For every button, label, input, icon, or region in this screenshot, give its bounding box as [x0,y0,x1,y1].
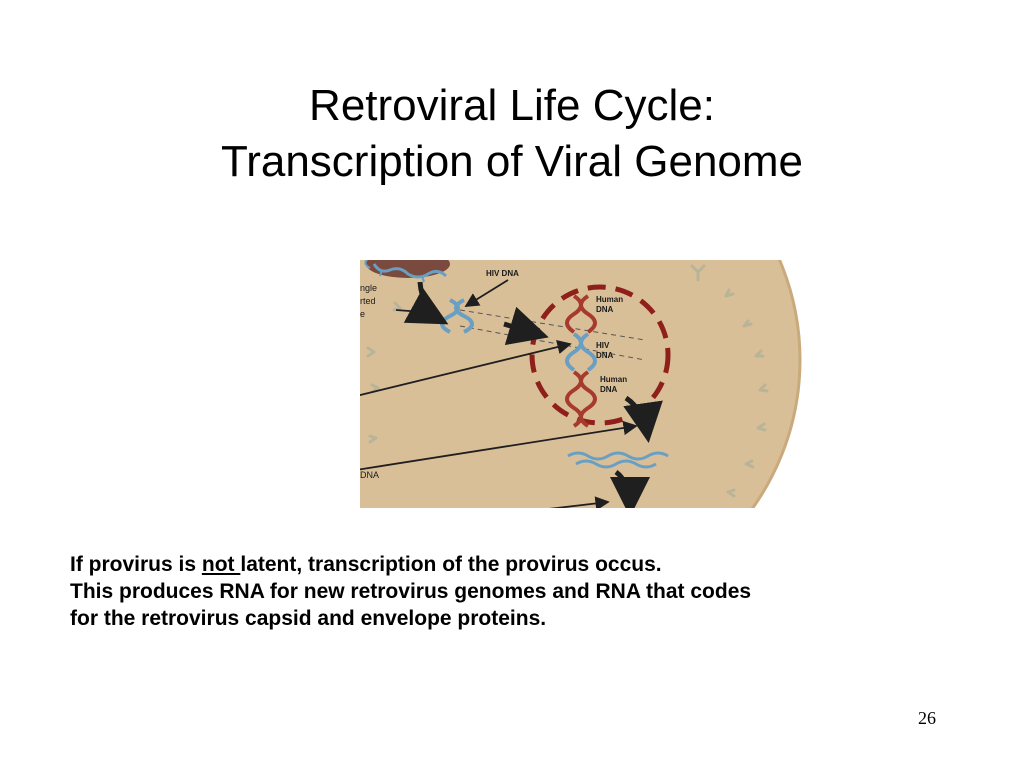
slide-body-text: If provirus is not latent, transcription… [70,551,970,632]
hiv-dna-cytoplasm [440,298,474,334]
title-line-1: Retroviral Life Cycle: [309,81,715,130]
body-line-1-post: latent, transcription of the provirus oc… [240,553,662,576]
guide-line-lower [459,325,646,361]
label-hiv-dna-top: HIV DNA [486,269,519,278]
body-line-1-pre: If provirus is [70,553,202,576]
label-hiv-dna-mid-line1: HIV [596,341,610,350]
body-line-1-emphasis: not [201,553,241,576]
label-human-dna-2-line2: DNA [600,385,618,394]
label-edge-1: ngle [360,283,377,293]
virus-particle [364,260,450,283]
slide-title: Retroviral Life Cycle: Transcription of … [0,78,1024,190]
guide-line-upper [459,309,646,341]
retroviral-cycle-diagram: HIV DNA Human DNA HIV DNA Human DNA ngle… [360,260,808,508]
label-human-dna-1-line1: Human [596,295,623,304]
body-line-1: If provirus is not latent, transcription… [70,551,970,578]
label-human-dna-2-line1: Human [600,375,627,384]
label-hiv-dna-mid-line2: DNA [596,351,614,360]
body-line-2: This produces RNA for new retrovirus gen… [70,580,752,603]
dna-helix-nucleus [565,294,597,428]
label-human-dna-1-line2: DNA [596,305,614,314]
rna-transcript [567,451,669,469]
page-number: 26 [918,708,936,728]
pointer-arrows [360,279,638,508]
label-edge-2: rted [360,296,376,306]
diagram-canvas: HIV DNA Human DNA HIV DNA Human DNA ngle… [360,260,802,508]
title-line-2: Transcription of Viral Genome [220,137,804,186]
nucleus [529,284,671,426]
label-edge-dna: DNA [360,470,379,480]
body-line-3: for the retrovirus capsid and envelope p… [70,607,547,630]
label-edge-3: e [360,309,365,319]
